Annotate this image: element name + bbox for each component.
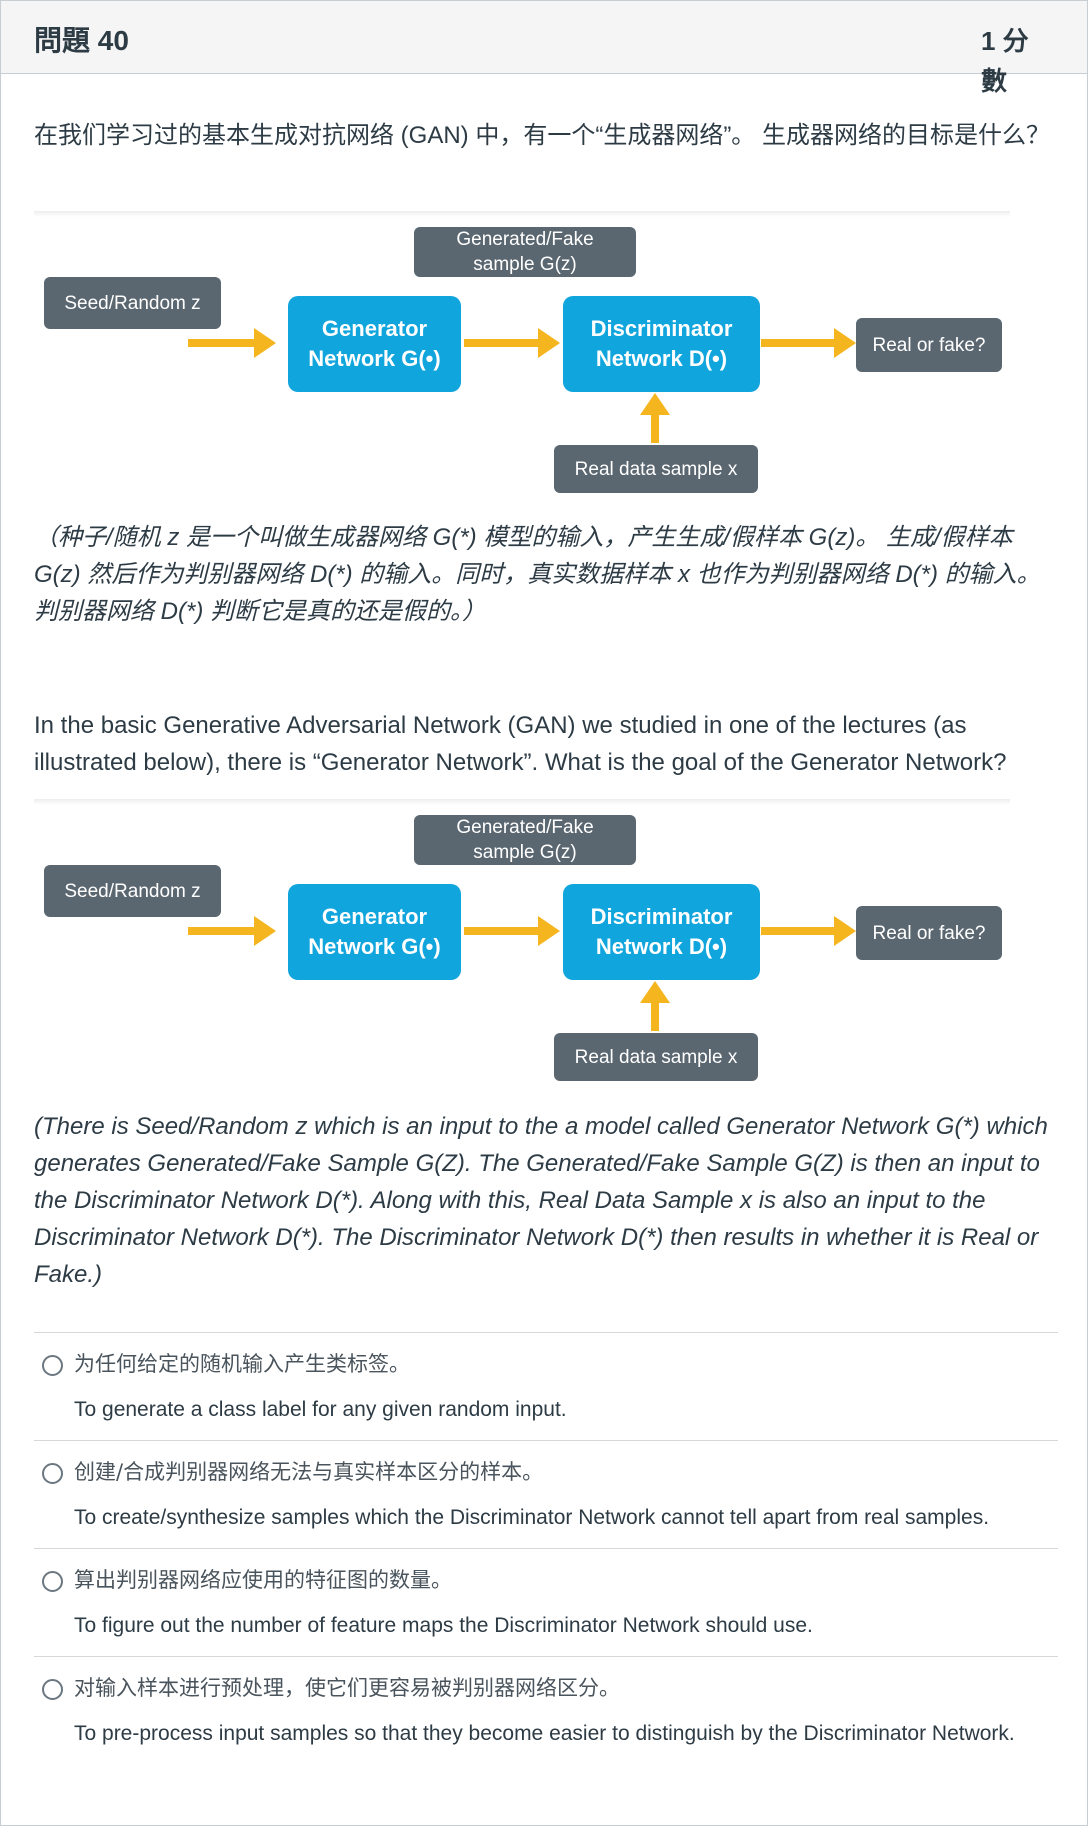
discriminator-box: Discriminator Network D(•) [563, 296, 760, 392]
arrow-real-data-to-discriminator [640, 393, 670, 443]
answer-option[interactable]: 对输入样本进行预处理，使它们更容易被判别器网络区分。 To pre-proces… [34, 1656, 1058, 1807]
seed-label: Seed/Random z [64, 880, 201, 902]
generated-label-line1: Generated/Fake [456, 817, 594, 838]
answer-label-zh: 为任何给定的随机输入产生类标签。 [74, 1352, 410, 1376]
generated-label-line2: sample G(z) [473, 842, 577, 863]
arrow-real-data-to-discriminator [640, 981, 670, 1031]
generated-label-line1: Generated/Fake [456, 229, 594, 250]
caption-en: (There is Seed/Random z which is an inpu… [34, 1113, 1048, 1288]
answer-list: 为任何给定的随机输入产生类标签。 To generate a class lab… [34, 1332, 1058, 1807]
arrow-discriminator-to-output [761, 328, 856, 358]
question-text-en: In the basic Generative Adversarial Netw… [34, 712, 1007, 776]
generator-line2: Network G(•) [308, 346, 441, 371]
generator-line1: Generator [321, 904, 428, 929]
arrow-generator-to-discriminator [464, 328, 560, 358]
real-or-fake-label: Real or fake? [872, 334, 986, 356]
real-data-box: Real data sample x [554, 1033, 758, 1081]
generated-sample-box: Generated/Fake sample G(z) [414, 227, 636, 277]
answer-label-zh: 创建/合成判别器网络无法与真实样本区分的样本。 [74, 1460, 544, 1484]
generator-line1: Generator [321, 316, 428, 341]
question-title: 問題 40 [34, 25, 129, 56]
diagram-divider [34, 799, 1010, 805]
real-data-label: Real data sample x [574, 1046, 738, 1068]
answer-label-en: To pre-process input samples so that the… [74, 1722, 1015, 1745]
question-text-zh: 在我们学习过的基本生成对抗网络 (GAN) 中，有一个“生成器网络”。 生成器网… [34, 122, 1050, 149]
arrow-generator-to-discriminator [464, 916, 560, 946]
answer-label-en: To generate a class label for any given … [74, 1398, 567, 1421]
discriminator-box: Discriminator Network D(•) [563, 884, 760, 980]
seed-box: Seed/Random z [44, 865, 221, 917]
answer-label-en: To create/synthesize samples which the D… [74, 1506, 990, 1529]
real-data-label: Real data sample x [574, 458, 738, 480]
generated-sample-box: Generated/Fake sample G(z) [414, 815, 636, 865]
answer-option[interactable]: 算出判别器网络应使用的特征图的数量。 To figure out the num… [34, 1548, 1058, 1656]
caption-zh: （种子/随机 z 是一个叫做生成器网络 G(*) 模型的输入，产生生成/假样本 … [34, 524, 1041, 625]
gan-diagram-2: Generated/Fake sample G(z) Seed/Random z… [34, 799, 1010, 1089]
real-or-fake-box: Real or fake? [856, 318, 1002, 372]
discriminator-line1: Discriminator [590, 904, 733, 929]
real-or-fake-label: Real or fake? [872, 922, 986, 944]
question-header: 問題 40 1 分數 [1, 1, 1087, 96]
arrow-seed-to-generator [188, 328, 276, 358]
question-points: 1 分數 [981, 26, 1029, 96]
radio-button[interactable] [42, 1355, 63, 1376]
radio-button[interactable] [42, 1571, 63, 1592]
real-or-fake-box: Real or fake? [856, 906, 1002, 960]
radio-button[interactable] [42, 1679, 63, 1700]
generator-box: Generator Network G(•) [288, 296, 461, 392]
diagram-divider [34, 211, 1010, 217]
answer-option[interactable]: 为任何给定的随机输入产生类标签。 To generate a class lab… [34, 1332, 1058, 1440]
gan-diagram-1: Generated/Fake sample G(z) Seed/Random z… [34, 211, 1010, 501]
discriminator-line2: Network D(•) [595, 346, 728, 371]
generator-line2: Network G(•) [308, 934, 441, 959]
generated-label-line2: sample G(z) [473, 254, 577, 275]
seed-box: Seed/Random z [44, 277, 221, 329]
radio-button[interactable] [42, 1463, 63, 1484]
discriminator-line1: Discriminator [590, 316, 733, 341]
generator-box: Generator Network G(•) [288, 884, 461, 980]
answer-label-zh: 对输入样本进行预处理，使它们更容易被判别器网络区分。 [74, 1676, 620, 1700]
discriminator-line2: Network D(•) [595, 934, 728, 959]
answer-option[interactable]: 创建/合成判别器网络无法与真实样本区分的样本。 To create/synthe… [34, 1440, 1058, 1548]
arrow-seed-to-generator [188, 916, 276, 946]
answer-label-zh: 算出判别器网络应使用的特征图的数量。 [74, 1568, 452, 1592]
arrow-discriminator-to-output [761, 916, 856, 946]
seed-label: Seed/Random z [64, 292, 201, 314]
answer-label-en: To figure out the number of feature maps… [74, 1614, 813, 1637]
real-data-box: Real data sample x [554, 445, 758, 493]
